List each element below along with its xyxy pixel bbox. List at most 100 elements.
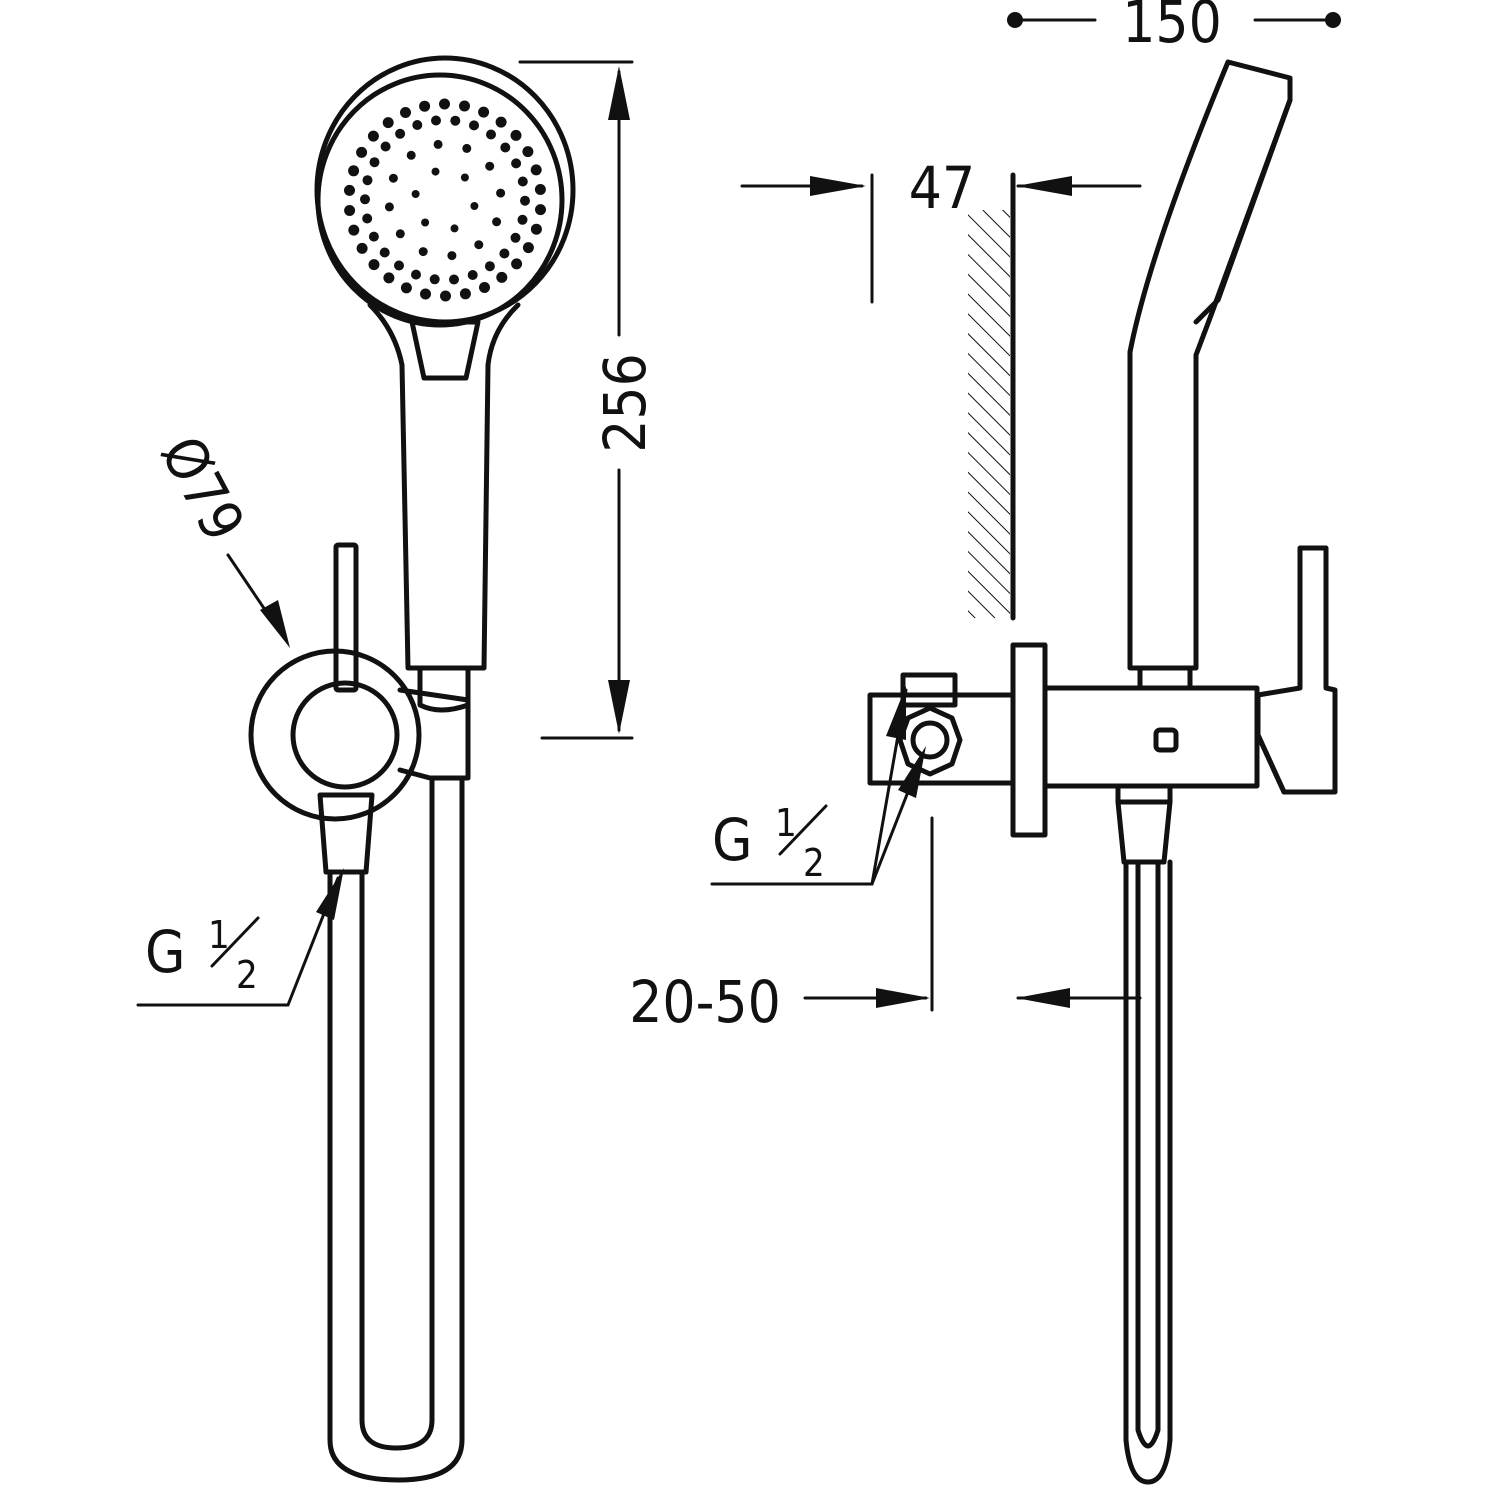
nozzle-dot [419,100,431,112]
nozzle-dot [400,107,411,118]
thread-label-side: G [712,806,752,874]
nozzle-dot [469,120,479,131]
nozzle-dot [510,232,521,243]
nozzle-dot [384,202,394,212]
front-view: 256 Ø79 G 1 2 [136,55,659,1483]
nozzle-dot [486,129,496,140]
wall-section [968,172,1016,621]
nozzle-dot [406,150,416,160]
nozzle-dot [474,240,484,250]
nozzle-dot [420,288,431,300]
nozzle-dot [348,224,360,236]
nozzle-dot [492,217,502,227]
nozzle-dot [362,175,373,186]
shower-handle-front [399,362,491,671]
nozzle-dot [368,259,380,271]
thread-numerator-side: 1 [775,801,797,845]
spray-nozzles [344,98,546,302]
nozzle-dot [367,130,379,142]
wall-outlet-side [867,545,1338,865]
nozzle-dot [460,173,469,182]
thread-label-front: G [145,918,185,986]
nozzle-dot [478,106,490,118]
height-dimension: 256 [518,60,659,740]
height-label: 256 [591,353,659,453]
nozzle-dot [356,242,368,254]
diameter-label: Ø79 [147,425,257,552]
offset-dimension: 47 [740,154,1142,304]
nozzle-dot [470,202,479,210]
offset-label: 47 [909,154,975,222]
nozzle-dot [429,274,440,285]
nozzle-dot [412,120,423,130]
nozzle-dot [462,143,472,153]
nozzle-dot [356,146,368,158]
nozzle-dot [431,115,441,126]
nozzle-dot [517,214,528,225]
nozzle-dot [369,157,380,168]
nozzle-dot [380,141,391,152]
nozzle-dot [517,176,528,187]
width-label: 150 [1122,0,1222,56]
thread-numerator-front: 1 [208,913,230,957]
nozzle-dot [348,165,360,177]
nozzle-dot [495,116,507,128]
nozzle-dot [510,129,522,141]
wall-outlet-front [248,542,422,875]
nozzle-dot [344,184,355,196]
width-dimension: 150 [1007,0,1341,56]
thread-denominator-side: 2 [803,841,825,885]
nozzle-dot [485,161,495,171]
nozzle-dot [440,290,451,302]
adjust-label: 20-50 [629,968,781,1036]
nozzle-dot [496,188,506,198]
nozzle-dot [362,213,373,224]
adjust-dimension: 20-50 [629,816,1142,1036]
hose-front [327,775,465,1483]
nozzle-dot [395,128,406,139]
nozzle-dot [511,258,523,270]
nozzle-dot [499,248,510,259]
nozzle-dot [522,146,534,158]
nozzle-dot [360,194,370,205]
nozzle-dot [433,139,443,149]
nozzle-dot [500,142,511,153]
diameter-dimension: Ø79 [147,425,290,648]
nozzle-dot [411,190,420,198]
nozzle-dot [388,173,398,183]
nozzle-dot [467,270,478,280]
nozzle-dot [459,100,470,112]
nozzle-dot [479,282,490,293]
nozzle-dot [379,247,390,258]
thread-callout-front: G 1 2 [136,868,344,1007]
nozzle-dot [530,223,542,235]
nozzle-dot [395,229,405,239]
nozzle-dot [394,260,404,271]
hose-side [1123,859,1173,1485]
nozzle-dot [383,272,395,284]
holder-bracket-front [397,665,471,781]
nozzle-dot [496,271,508,283]
shower-head-front [314,55,576,381]
nozzle-dot [400,282,412,294]
nozzle-dot [449,274,459,285]
nozzle-dot [535,204,546,216]
nozzle-dot [431,167,440,176]
nozzle-dot [450,224,459,233]
nozzle-dot [439,98,450,110]
side-view: 150 47 [629,0,1341,1485]
nozzle-dot [368,231,379,242]
nozzle-dot [522,242,534,254]
nozzle-dot [450,115,461,126]
thread-denominator-front: 2 [236,953,258,997]
thread-callout-side: G 1 2 [710,686,926,886]
nozzle-dot [511,158,522,169]
nozzle-dot [447,251,457,261]
nozzle-dot [534,184,546,195]
shower-head-side [1127,59,1293,691]
nozzle-dot [484,261,495,272]
nozzle-dot [459,288,471,300]
nozzle-dot [421,218,430,227]
nozzle-dot [382,117,394,129]
